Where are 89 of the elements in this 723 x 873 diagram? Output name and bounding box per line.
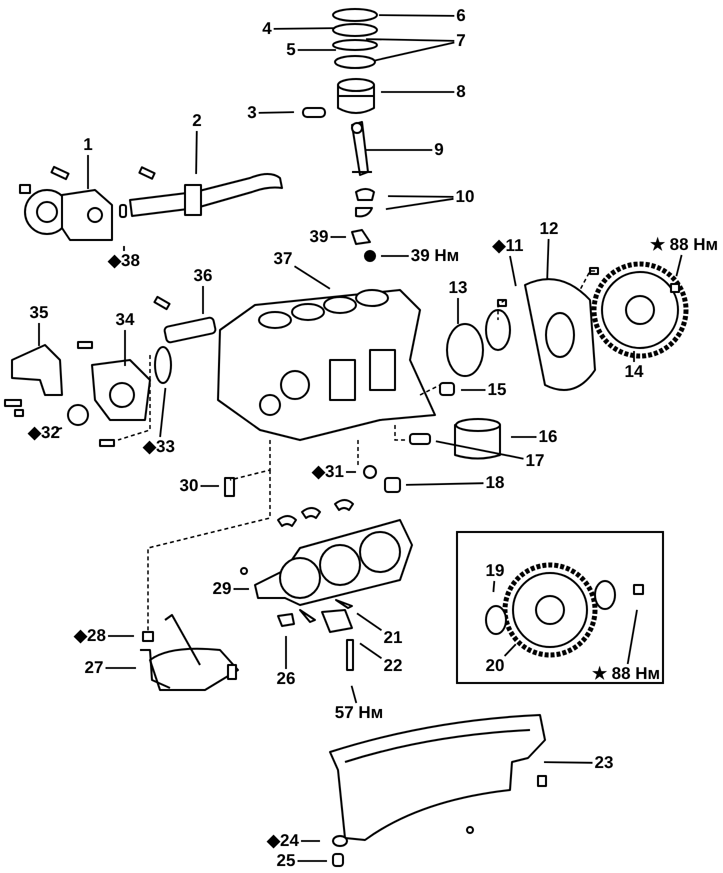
- leader-line: [274, 27, 336, 30]
- leader-line: [234, 588, 249, 590]
- leader-line: [457, 298, 459, 324]
- callout-number: 27: [84, 659, 104, 677]
- callout-number: 29: [212, 580, 232, 598]
- callout-number: ◆33: [143, 438, 175, 456]
- leader-line: [350, 686, 358, 704]
- callout-number: 10: [456, 188, 474, 206]
- callout-number: ◆28: [74, 627, 106, 645]
- leader-line: [38, 323, 40, 346]
- leader-line: [379, 14, 454, 17]
- callout-number: 57 Нм: [334, 704, 384, 722]
- callout-number: ◆31: [312, 463, 344, 481]
- callout-number: 37: [274, 250, 292, 268]
- callout-number: 13: [448, 279, 468, 297]
- callout-number: 34: [116, 311, 134, 329]
- leader-line: [381, 255, 409, 257]
- callout-number: 23: [594, 754, 614, 772]
- leader-line: [504, 644, 516, 657]
- leader-line: [461, 389, 486, 391]
- callout-number: 7: [456, 32, 466, 50]
- callout-number: 6: [456, 7, 466, 25]
- leader-line: [360, 642, 382, 659]
- leader-line: [124, 330, 126, 366]
- callout-number: 30: [180, 477, 198, 495]
- leader-line: [546, 238, 550, 280]
- leader-line: [294, 266, 330, 290]
- leader-line: [676, 254, 682, 276]
- leader-line: [330, 236, 346, 238]
- leader-line: [298, 860, 327, 862]
- inset-frame: [456, 531, 664, 684]
- leader-line: [366, 149, 432, 151]
- leader-line: [258, 111, 294, 114]
- leader-line: [381, 91, 454, 93]
- callout-number: 39: [310, 228, 328, 246]
- callout-number: 17: [526, 452, 544, 470]
- callout-number: 4: [262, 20, 272, 38]
- leader-line: [159, 388, 166, 438]
- leader-line: [492, 580, 496, 592]
- leader-line: [106, 667, 136, 669]
- leader-line: [87, 155, 89, 189]
- callout-number: ◆24: [267, 832, 299, 850]
- callout-number: 16: [538, 428, 558, 446]
- leader-line: [301, 840, 320, 842]
- callout-number: 1: [83, 136, 93, 154]
- callout-number: 20: [486, 657, 504, 675]
- leader-line: [388, 195, 454, 198]
- leader-line: [544, 761, 593, 764]
- leader-line: [436, 440, 524, 460]
- callout-number: 2: [192, 112, 202, 130]
- leader-line: [633, 351, 635, 362]
- callout-number: ★ 88 Нм: [650, 236, 718, 254]
- callout-number: 15: [488, 381, 506, 399]
- leader-line: [298, 49, 336, 51]
- leader-line: [511, 436, 536, 438]
- leader-line: [406, 482, 484, 486]
- leader-line: [108, 635, 134, 637]
- leader-line: [356, 612, 382, 631]
- callout-number: 25: [276, 852, 296, 870]
- callout-number: ★ 88 Нм: [592, 665, 660, 683]
- callout-number: 12: [540, 220, 558, 238]
- leader-line: [386, 198, 454, 210]
- leader-line: [123, 246, 125, 251]
- callout-number: 5: [286, 41, 296, 59]
- callout-number: 19: [486, 562, 504, 580]
- callout-number: 26: [276, 670, 296, 688]
- leader-line: [202, 286, 204, 314]
- callout-number: 8: [456, 83, 466, 101]
- leader-line: [346, 471, 356, 473]
- callout-number: 3: [247, 104, 257, 122]
- callout-number: 39 Нм: [410, 247, 460, 265]
- callout-number: ◆11: [492, 237, 524, 255]
- leader-line: [56, 427, 62, 430]
- callout-number: 22: [384, 657, 402, 675]
- callout-number: 18: [486, 474, 504, 492]
- callout-number: 9: [434, 141, 444, 159]
- leader-line: [509, 256, 517, 286]
- leader-line: [195, 130, 198, 174]
- callout-number: 14: [624, 363, 644, 381]
- leader-line: [626, 610, 638, 664]
- callout-number: 36: [194, 267, 212, 285]
- callout-number: ◆38: [108, 252, 140, 270]
- leader-line: [374, 42, 454, 62]
- callout-number: ◆32: [28, 424, 60, 442]
- callout-number: 21: [384, 629, 402, 647]
- leader-line: [285, 636, 287, 669]
- leader-line: [366, 38, 454, 42]
- callout-number: 35: [30, 304, 48, 322]
- leader-line: [200, 485, 219, 487]
